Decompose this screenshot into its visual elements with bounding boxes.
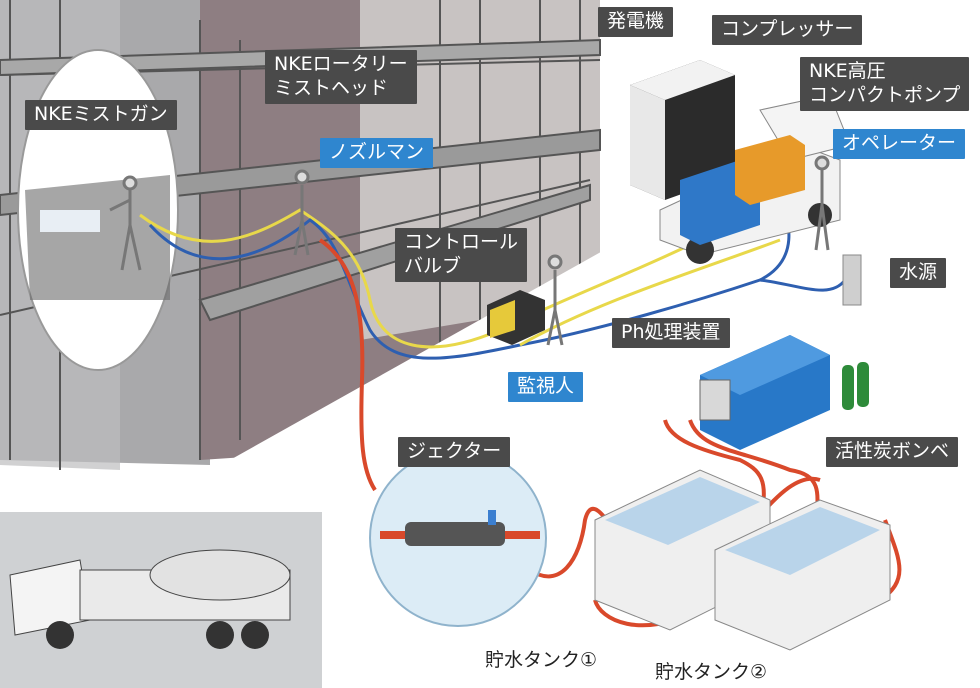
label-tank-2: 貯水タンク② (655, 661, 768, 683)
generator (630, 60, 735, 200)
label-rotary-head: NKEロータリー ミストヘッド (265, 50, 417, 104)
label-operator: オペレーター (833, 129, 966, 159)
ejector-inset (369, 449, 547, 627)
label-ejector: ジェクター (398, 437, 511, 467)
label-ph-unit: Ph処理装置 (612, 318, 730, 348)
ph-unit (699, 335, 830, 450)
workers (109, 155, 830, 346)
vacuum-truck-inset (0, 512, 322, 688)
label-monitor: 監視人 (508, 372, 584, 402)
label-mist-gun: NKEミストガン (25, 100, 177, 130)
label-hp-pump: NKE高圧 コンパクトポンプ (800, 57, 970, 111)
carbon-cylinders (842, 362, 869, 410)
water-source (842, 254, 862, 306)
label-compressor: コンプレッサー (712, 15, 863, 45)
label-control-valve: コントロール バルブ (395, 228, 528, 282)
label-tank-1: 貯水タンク① (485, 649, 598, 671)
label-carbon-cylinders: 活性炭ボンベ (826, 437, 959, 467)
tank-2 (714, 499, 891, 651)
label-nozzleman: ノズルマン (320, 138, 434, 168)
label-generator: 発電機 (598, 7, 674, 37)
hp-pump (735, 135, 805, 205)
control-valve (487, 290, 545, 345)
label-water-source: 水源 (890, 258, 947, 288)
